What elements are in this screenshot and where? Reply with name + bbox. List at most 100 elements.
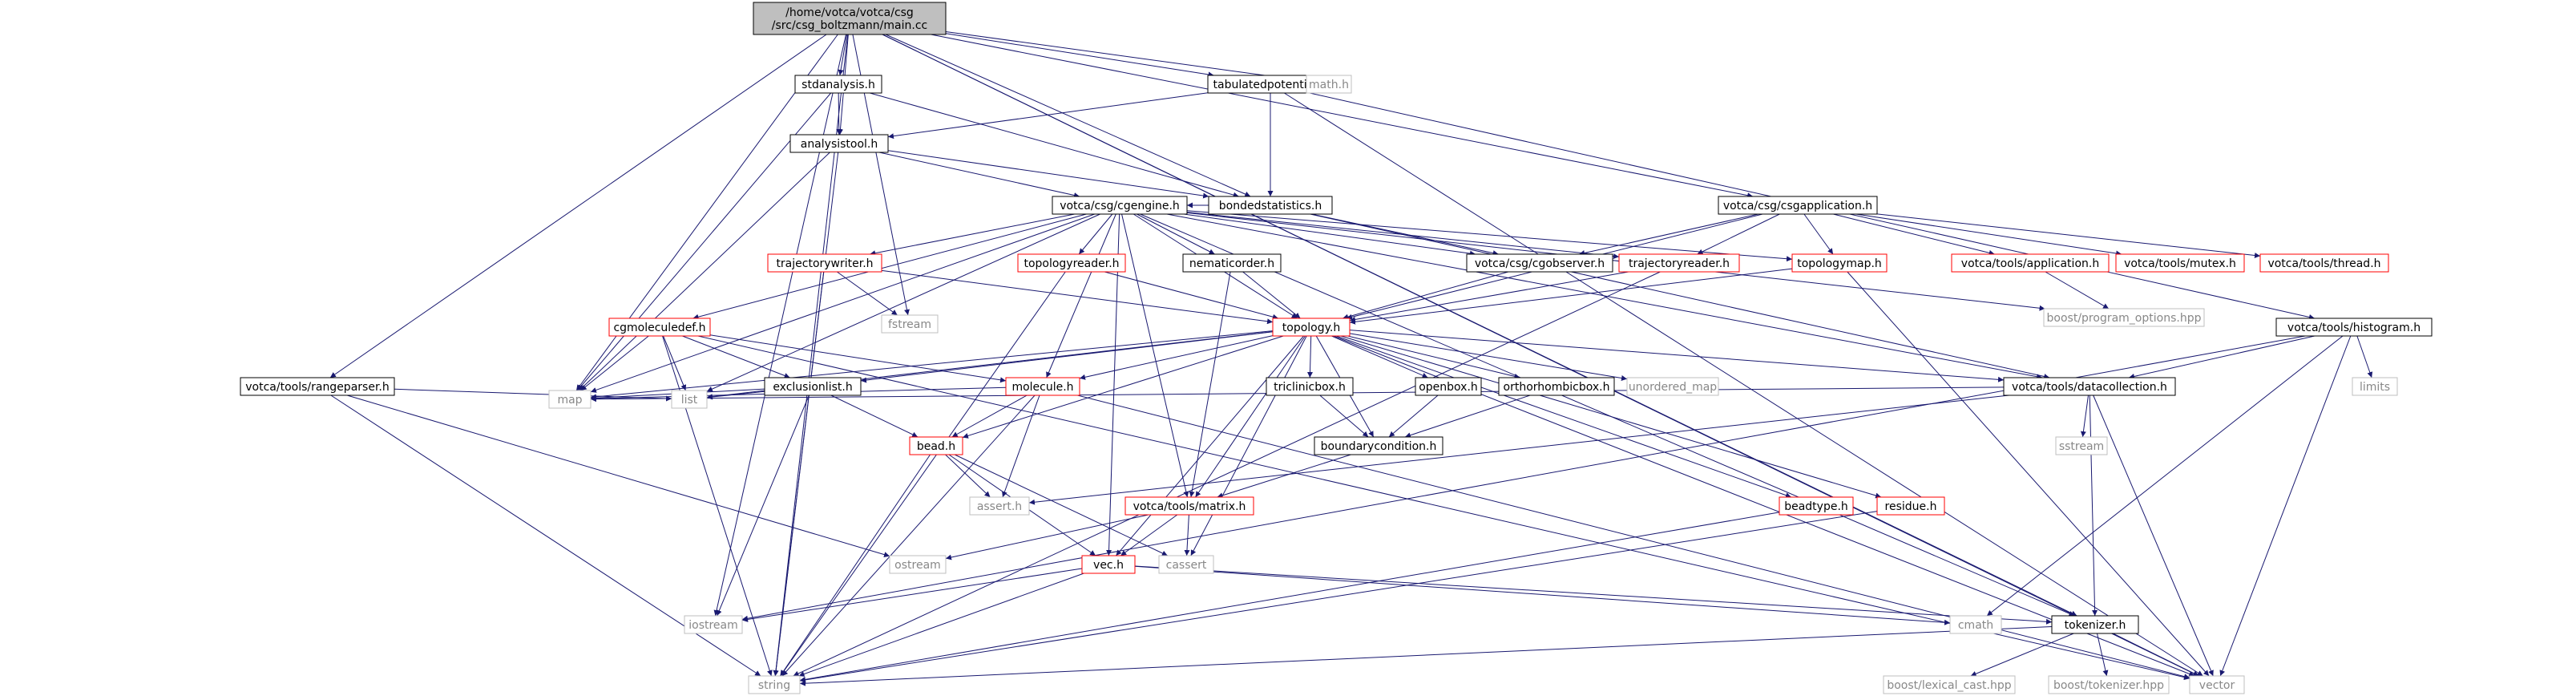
node-sstream: sstream <box>2055 436 2108 455</box>
node-cgengine[interactable]: votca/csg/cgengine.h <box>1052 196 1188 215</box>
node-histogram[interactable]: votca/tools/histogram.h <box>2275 318 2433 337</box>
edge-topologymap-to-topology <box>1349 268 1793 325</box>
node-box-program_options <box>2043 308 2205 327</box>
node-bead[interactable]: bead.h <box>909 436 963 455</box>
node-label-cgengine: votca/csg/cgengine.h <box>1060 200 1180 212</box>
node-label-unordered_map: unordered_map <box>1629 381 1717 394</box>
node-label-cmath: cmath <box>1958 619 1993 632</box>
node-label-topologymap: topologymap.h <box>1797 257 1882 270</box>
node-mathh: math.h <box>1306 75 1352 94</box>
node-tabulatedpotential[interactable]: tabulatedpotential.h <box>1207 75 1334 94</box>
node-label-boost_tokenizer: boost/tokenizer.hpp <box>2053 679 2164 692</box>
edge-root-to-rangeparser <box>329 34 827 378</box>
node-box-fstream <box>881 314 939 334</box>
node-label-root: /src/csg_boltzmann/main.cc <box>772 19 927 32</box>
edge-root-to-string <box>773 34 849 677</box>
node-matrix[interactable]: votca/tools/matrix.h <box>1124 496 1254 516</box>
node-mutex[interactable]: votca/tools/mutex.h <box>2115 253 2245 273</box>
node-label-nematicorder: nematicorder.h <box>1189 257 1274 270</box>
node-box-iostream <box>684 615 743 634</box>
node-root[interactable]: /home/votca/votca/csg/src/csg_boltzmann/… <box>753 2 947 35</box>
node-rangeparser[interactable]: votca/tools/rangeparser.h <box>240 377 395 396</box>
node-label-residue: residue.h <box>1885 500 1937 513</box>
node-trajectorywriter[interactable]: trajectorywriter.h <box>767 253 882 273</box>
node-datacollection[interactable]: votca/tools/datacollection.h <box>2003 377 2176 396</box>
edge-topologyreader-to-topology <box>1104 271 1279 320</box>
edge-orthorhombicbox-to-boundarycondition <box>1404 395 1531 439</box>
node-box-datacollection <box>2003 377 2176 396</box>
node-exclusionlist[interactable]: exclusionlist.h <box>764 377 862 396</box>
edge-tabulatedpotential-to-analysistool <box>887 92 1209 140</box>
edge-vec-to-string <box>798 573 1084 677</box>
node-topology[interactable]: topology.h <box>1272 318 1351 337</box>
node-vec[interactable]: vec.h <box>1081 555 1136 574</box>
node-label-string: string <box>758 679 790 692</box>
node-tokenizer[interactable]: tokenizer.h <box>2051 615 2139 634</box>
node-beadtype[interactable]: beadtype.h <box>1779 496 1854 516</box>
node-label-cgobserver: votca/csg/cgobserver.h <box>1475 257 1605 270</box>
node-box-boost_tokenizer <box>2048 675 2170 694</box>
node-residue[interactable]: residue.h <box>1876 496 1945 516</box>
node-label-matrix: votca/tools/matrix.h <box>1133 500 1246 513</box>
node-label-tabulatedpotential: tabulatedpotential.h <box>1213 79 1328 91</box>
edge-cgengine-to-nematicorder <box>1137 213 1215 255</box>
node-label-molecule: molecule.h <box>1011 381 1073 394</box>
edge-topology-to-unordered_map <box>1349 333 1628 381</box>
node-cgobserver[interactable]: votca/csg/cgobserver.h <box>1466 253 1613 273</box>
node-label-ostream: ostream <box>894 559 941 572</box>
node-label-program_options: boost/program_options.hpp <box>2047 312 2202 325</box>
node-csgapplication[interactable]: votca/csg/csgapplication.h <box>1718 196 1878 215</box>
edge-cgmoleculedef-to-list <box>663 335 687 391</box>
node-fstream: fstream <box>881 314 939 334</box>
edge-topology-to-openbox <box>1331 335 1428 378</box>
node-label-histogram: votca/tools/histogram.h <box>2287 322 2421 334</box>
node-analysistool[interactable]: analysistool.h <box>789 134 889 153</box>
edge-exclusionlist-to-iostream <box>717 395 810 617</box>
node-box-cassert <box>1158 555 1214 574</box>
node-asserth: assert.h <box>969 496 1030 516</box>
node-cgmoleculedef[interactable]: cgmoleculedef.h <box>608 318 711 337</box>
edge-topology-to-bead <box>962 335 1284 439</box>
node-box-mutex <box>2115 253 2245 273</box>
node-stdanalysis[interactable]: stdanalysis.h <box>794 75 882 94</box>
node-application[interactable]: votca/tools/application.h <box>1951 253 2110 273</box>
edge-analysistool-to-cgengine <box>878 152 1080 198</box>
node-label-cassert: cassert <box>1166 559 1207 572</box>
node-label-rangeparser: votca/tools/rangeparser.h <box>245 381 389 394</box>
node-vector: vector <box>2189 675 2245 694</box>
node-ostream: ostream <box>889 555 947 574</box>
node-bondedstatistics[interactable]: bondedstatistics.h <box>1208 196 1333 215</box>
node-box-orthorhombicbox <box>1498 377 1615 396</box>
node-openbox[interactable]: openbox.h <box>1415 377 1482 396</box>
edge-topology-to-residue <box>1340 335 1882 499</box>
node-box-thread <box>2259 253 2389 273</box>
node-orthorhombicbox[interactable]: orthorhombicbox.h <box>1498 377 1615 396</box>
edge-cgengine-to-tokenizer <box>1140 213 2075 617</box>
node-cmath: cmath <box>1949 615 2002 634</box>
edge-topologymap-to-vector <box>1847 271 2210 677</box>
edge-cgengine-to-topologyreader <box>1078 213 1113 255</box>
node-nematicorder[interactable]: nematicorder.h <box>1182 253 1282 273</box>
node-triclinicbox[interactable]: triclinicbox.h <box>1266 377 1354 396</box>
node-box-vector <box>2189 675 2245 694</box>
edge-cgmoleculedef-to-map <box>580 335 649 391</box>
edge-rangeparser-to-list <box>394 388 672 402</box>
node-topologymap[interactable]: topologymap.h <box>1791 253 1888 273</box>
node-thread[interactable]: votca/tools/thread.h <box>2259 253 2389 273</box>
node-box-bondedstatistics <box>1208 196 1333 215</box>
edge-csgapplication-to-cgobserver <box>1579 213 1758 256</box>
node-box-tokenizer <box>2051 615 2139 634</box>
node-boundarycondition[interactable]: boundarycondition.h <box>1314 436 1443 455</box>
edge-stdanalysis-to-analysistool <box>836 92 842 136</box>
node-topologyreader[interactable]: topologyreader.h <box>1017 253 1126 273</box>
node-label-datacollection: votca/tools/datacollection.h <box>2012 381 2167 394</box>
node-molecule[interactable]: molecule.h <box>1005 377 1080 396</box>
node-box-topologymap <box>1791 253 1888 273</box>
edge-tokenizer-to-string <box>799 625 2053 686</box>
node-trajectoryreader[interactable]: trajectoryreader.h <box>1618 253 1740 273</box>
edge-layer <box>329 30 2373 686</box>
node-box-unordered_map <box>1626 377 1719 396</box>
node-layer: /home/votca/votca/csg/src/csg_boltzmann/… <box>240 2 2433 694</box>
node-box-mathh <box>1306 75 1352 94</box>
node-box-cgobserver <box>1466 253 1613 273</box>
